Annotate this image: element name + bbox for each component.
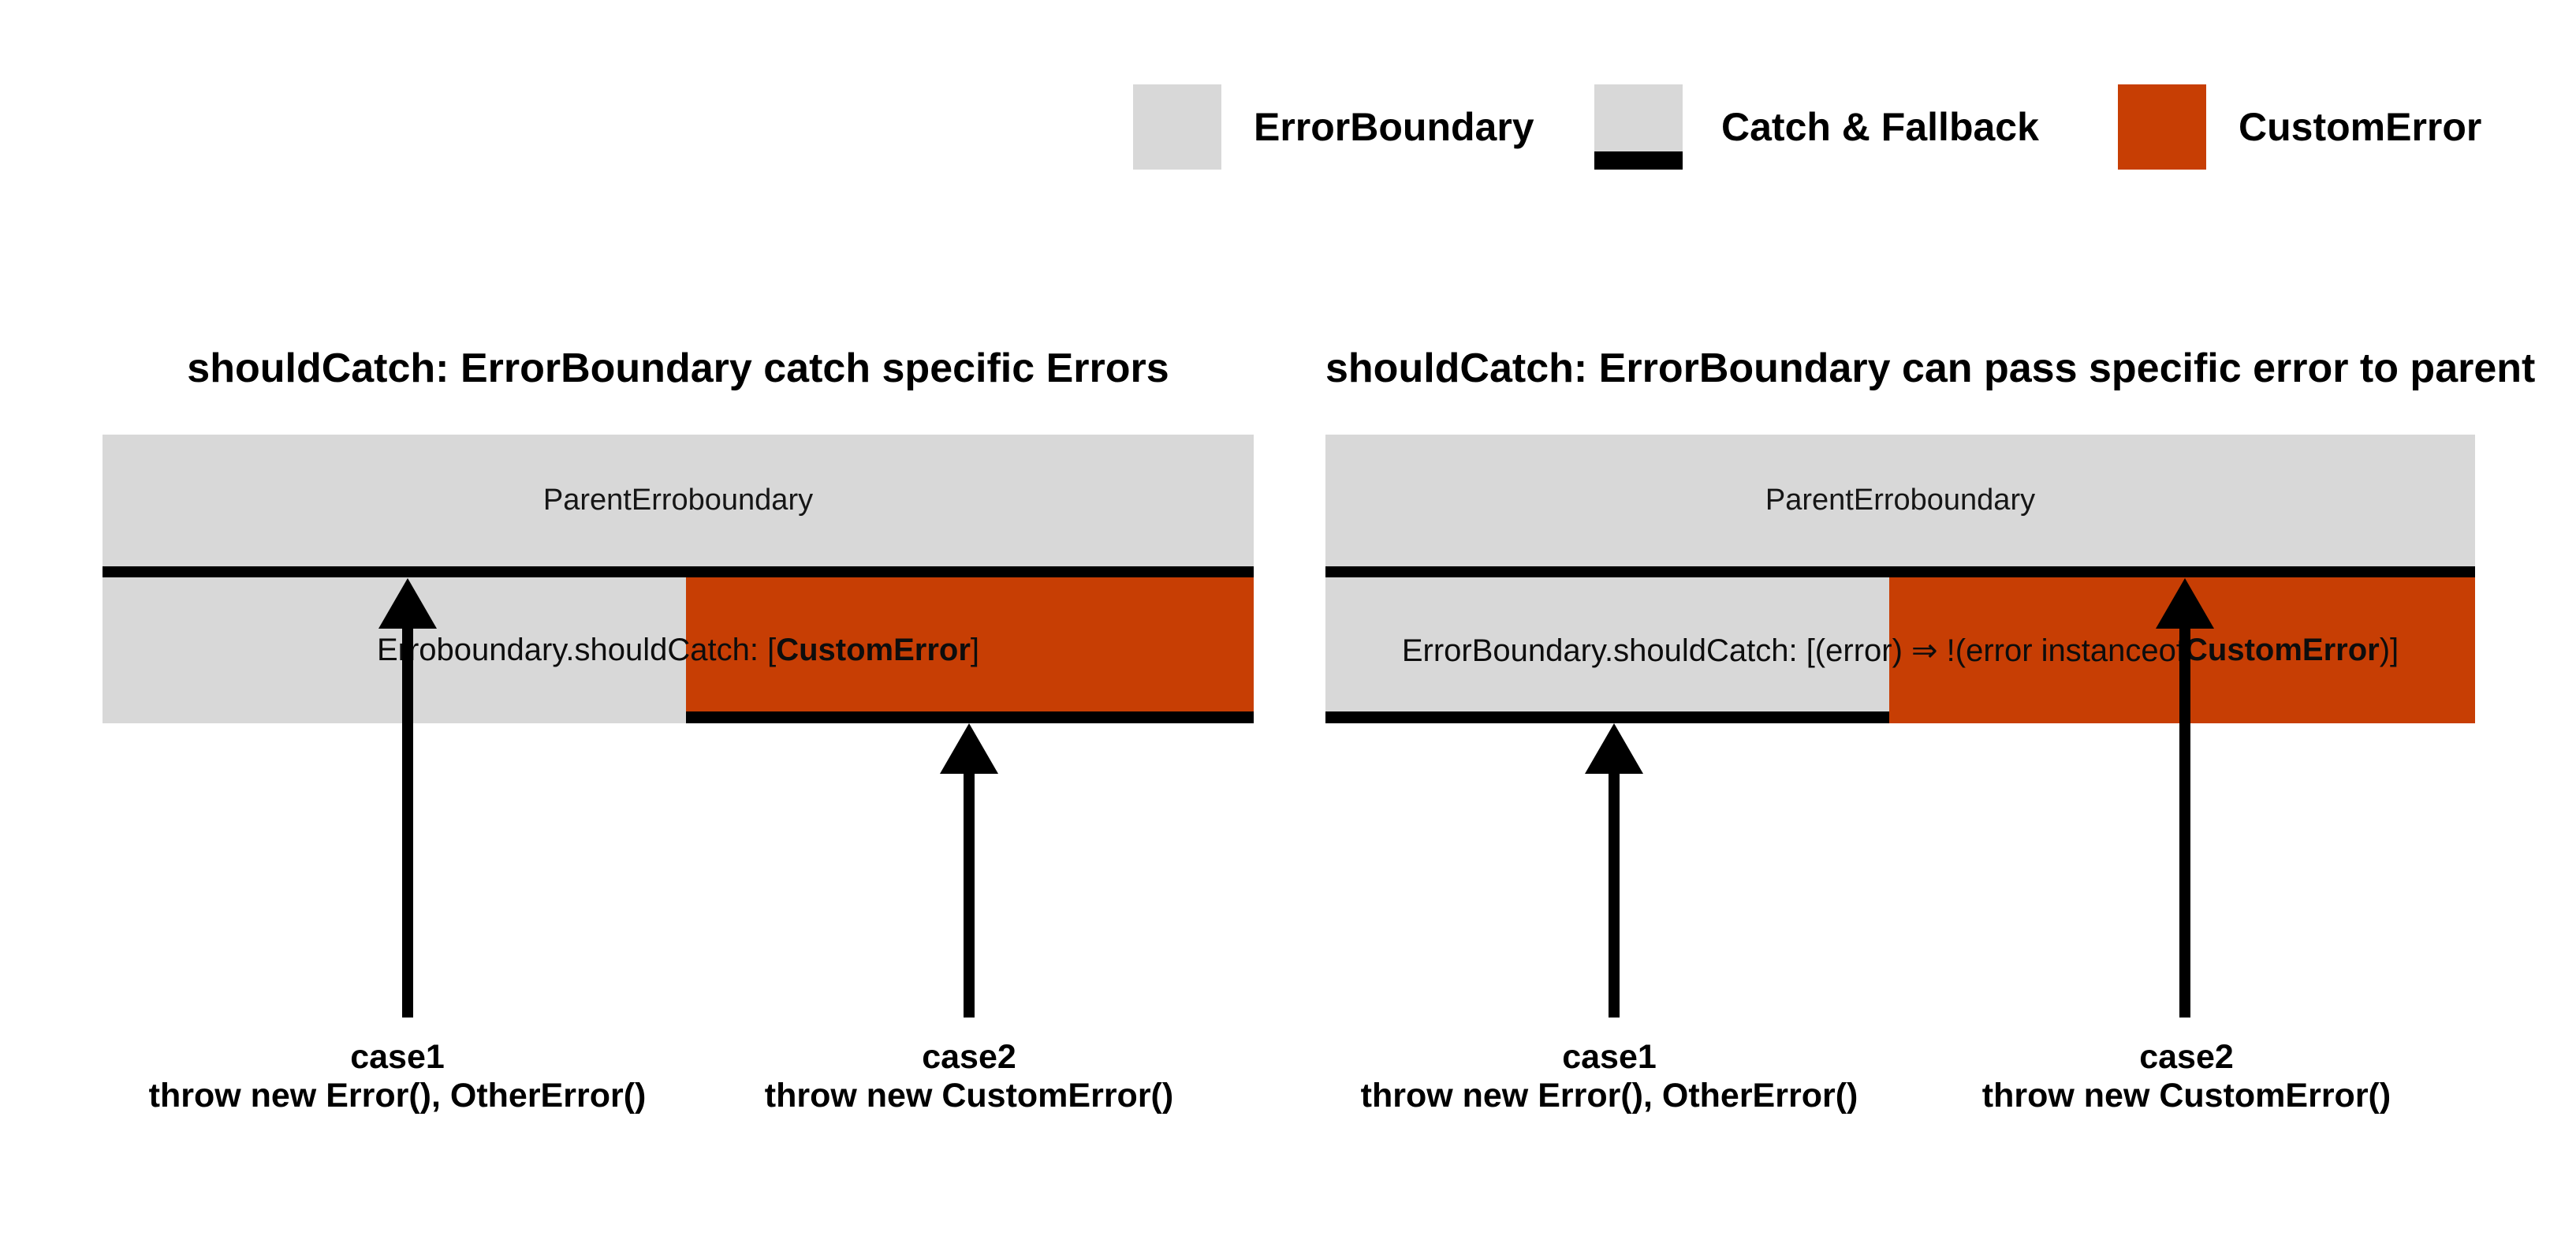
- case1-label: case1 throw new Error(), OtherError(): [98, 1038, 697, 1115]
- child-errorboundary-label: ErrorBoundary.shouldCatch: [(error) ⇒ !(…: [1401, 633, 2399, 668]
- case2-name: case2: [2139, 1038, 2234, 1076]
- custom-error-section: [686, 577, 1254, 723]
- parent-catch-fallback-line: [103, 566, 1254, 577]
- case2-arrow-shaft: [2179, 627, 2190, 1018]
- custom-error-swatch: [2118, 84, 2206, 170]
- case1-arrow-shaft: [1609, 772, 1620, 1018]
- parent-errorboundary-label: ParentErroboundary: [1765, 484, 2036, 517]
- parent-errorboundary-label: ParentErroboundary: [542, 484, 814, 517]
- case2-name: case2: [922, 1038, 1016, 1076]
- diagram-title: shouldCatch: ErrorBoundary catch specifi…: [187, 345, 1169, 391]
- case1-code: throw new Error(), OtherError(): [1360, 1077, 1858, 1115]
- case2-code: throw new CustomError(): [1981, 1077, 2391, 1115]
- legend-label-custom-error: CustomError: [2239, 105, 2482, 149]
- case1-arrow-head-icon: [378, 578, 437, 629]
- legend: ErrorBoundary Catch & Fallback CustomErr…: [0, 0, 2576, 181]
- case2-label: case2 throw new CustomError(): [1887, 1038, 2486, 1115]
- case2-arrow-head-icon: [2156, 578, 2214, 629]
- case2-arrow-head-icon: [940, 723, 998, 774]
- error-boundary-swatch: [1133, 84, 1221, 170]
- case1-arrow-head-icon: [1585, 723, 1643, 774]
- diagram-title: shouldCatch: ErrorBoundary can pass spec…: [1325, 345, 2536, 391]
- case2-arrow-shaft: [964, 772, 975, 1018]
- catch-fallback-swatch: [1594, 84, 1683, 170]
- child-errorboundary-row: ErrorBoundary.shouldCatch: [(error) ⇒ !(…: [1325, 577, 2475, 723]
- child-errorboundary-row: Erroboundary.shouldCatch: [CustomError]: [103, 577, 1254, 723]
- parent-catch-fallback-line: [1325, 566, 2475, 577]
- case2-label: case2 throw new CustomError(): [669, 1038, 1269, 1115]
- child-gray-section: [1325, 577, 1889, 723]
- child-errorboundary-label: Erroboundary.shouldCatch: [CustomError]: [376, 633, 980, 667]
- legend-label-error-boundary: ErrorBoundary: [1254, 105, 1534, 149]
- parent-errorboundary-bar: ParentErroboundary: [103, 435, 1254, 566]
- legend-label-catch-fallback: Catch & Fallback: [1721, 105, 2039, 149]
- case1-name: case1: [350, 1038, 445, 1076]
- case1-arrow-shaft: [402, 627, 413, 1018]
- case1-code: throw new Error(), OtherError(): [148, 1077, 647, 1115]
- case2-code: throw new CustomError(): [764, 1077, 1174, 1115]
- case1-label: case1 throw new Error(), OtherError(): [1310, 1038, 1909, 1115]
- parent-errorboundary-bar: ParentErroboundary: [1325, 435, 2475, 566]
- case1-name: case1: [1562, 1038, 1657, 1076]
